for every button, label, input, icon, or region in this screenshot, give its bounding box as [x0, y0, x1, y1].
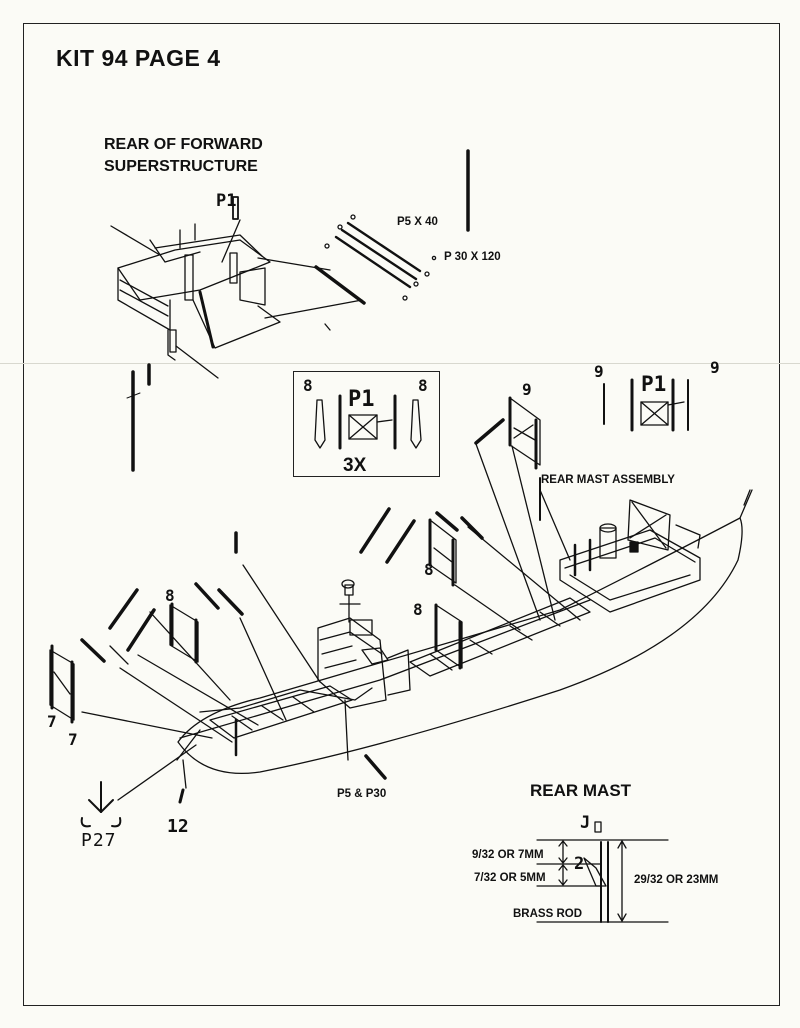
rear-mast-part-2: 2 — [574, 854, 585, 874]
forward-superstructure-heading-line1: REAR OF FORWARD — [104, 136, 263, 153]
forward-superstructure-heading-line2: SUPERSTRUCTURE — [104, 158, 258, 175]
forward-superstructure-drawing — [110, 149, 470, 472]
rear-mast-rod-label: BRASS ROD — [513, 908, 583, 920]
rear-mast-assembly-label: REAR MAST ASSEMBLY — [541, 474, 675, 486]
fold-line — [0, 363, 800, 364]
inset-frames-drawing — [314, 394, 422, 450]
ship-hull-drawing — [49, 443, 753, 828]
page-title: KIT 94 PAGE 4 — [56, 45, 221, 71]
three-x-inset-box — [293, 371, 440, 477]
rear-mast-frames-drawing — [474, 378, 689, 521]
hull-part-8-center: 8 — [413, 600, 423, 619]
inset-part-p1: P1 — [348, 387, 375, 412]
part-p1-label: P1 — [216, 191, 237, 211]
part-p5x40-label: P5 X 40 — [397, 216, 438, 228]
hull-part-12: 12 — [167, 816, 189, 837]
part-9-top-right-label: 9 — [710, 358, 720, 377]
inset-part-8-right: 8 — [418, 376, 428, 395]
inset-part-8-left: 8 — [303, 376, 313, 395]
part-p30x120-label: P 30 X 120 — [444, 251, 501, 263]
hull-part-p27: P27 — [81, 830, 117, 851]
rear-mast-heading: REAR MAST — [530, 781, 632, 800]
part-9-top-left-label: 9 — [594, 362, 604, 381]
hull-part-7-top: 7 — [47, 712, 57, 731]
rear-mast-dim-upper: 9/32 OR 7MM — [472, 849, 544, 861]
rear-mast-top-part: J — [580, 813, 591, 833]
rear-mast-part-p1: P1 — [641, 372, 667, 396]
hull-part-p5-p30: P5 & P30 — [337, 788, 387, 800]
page-border — [23, 23, 780, 1006]
rear-mast-drawing — [536, 821, 669, 923]
hull-part-8-mid: 8 — [424, 560, 434, 579]
hull-part-7-bottom: 7 — [68, 730, 78, 749]
hull-part-8-left: 8 — [165, 586, 175, 605]
rear-mast-dim-lower: 7/32 OR 5MM — [474, 872, 546, 884]
part-9-frame-label: 9 — [522, 380, 532, 399]
rear-mast-dim-total: 29/32 OR 23MM — [634, 874, 719, 886]
inset-quantity-label: 3X — [343, 455, 367, 476]
